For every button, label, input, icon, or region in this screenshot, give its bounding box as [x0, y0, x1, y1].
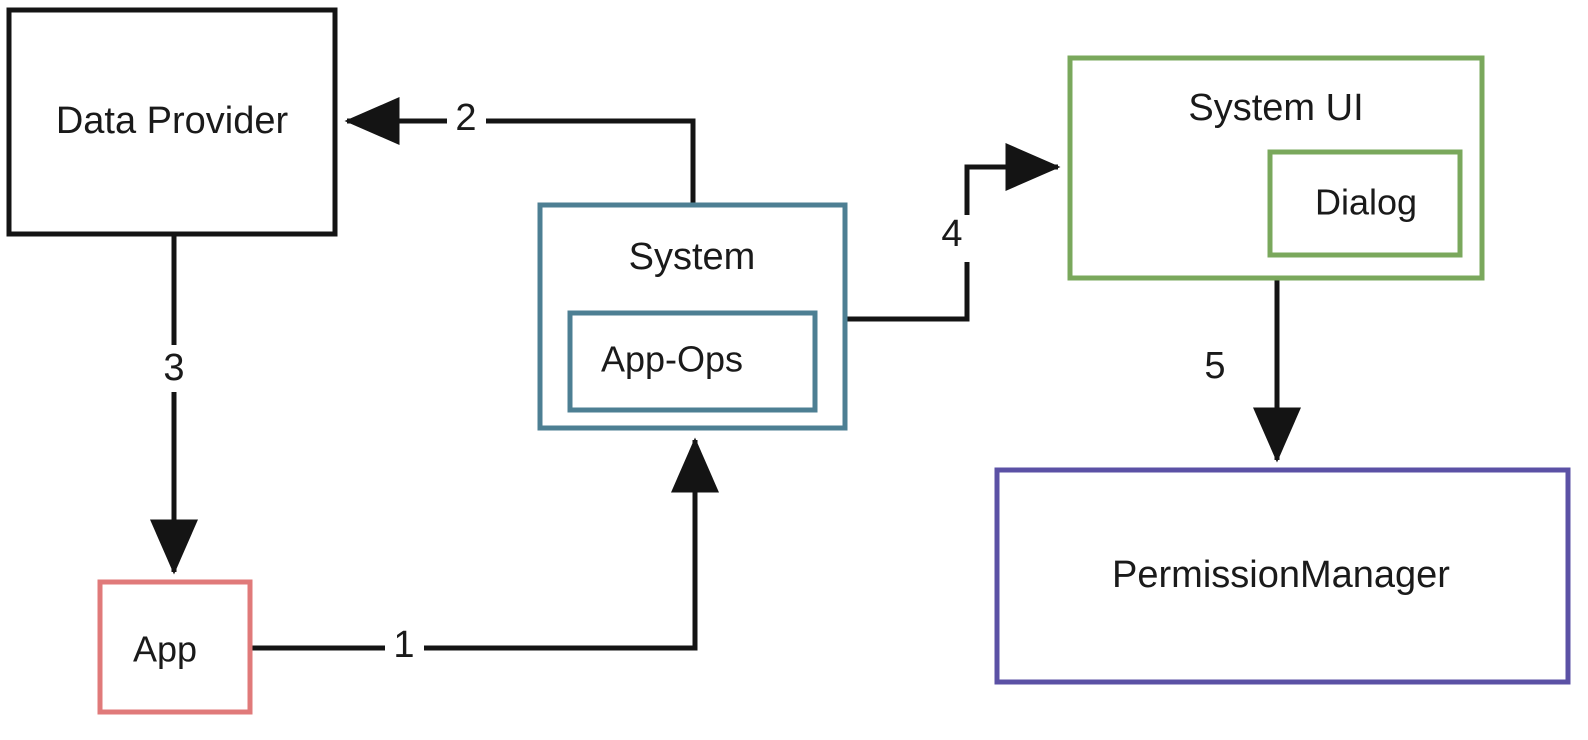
system-ui-label: System UI — [1188, 87, 1363, 129]
edge-5-label: 5 — [1204, 345, 1225, 387]
edge-2-group: 2 — [344, 97, 696, 205]
data-provider-label: Data Provider — [56, 100, 289, 142]
edge-3-group: 3 — [150, 234, 198, 575]
permission-manager-label: PermissionManager — [1112, 554, 1450, 596]
edge-2-line-right — [486, 118, 696, 205]
dialog-box[interactable] — [1267, 149, 1463, 258]
app-ops-label: App-Ops — [601, 339, 743, 380]
node-data-provider[interactable]: Data Provider — [6, 7, 338, 237]
app-box[interactable] — [97, 579, 253, 715]
dialog-label: Dialog — [1315, 182, 1417, 223]
edge-1-label: 1 — [393, 624, 414, 666]
edge-1-line-right — [424, 437, 719, 651]
edge-4-line-upper — [964, 143, 1061, 215]
edge-4-group: 4 — [845, 143, 1061, 322]
data-provider-box[interactable] — [6, 7, 338, 237]
edge-4-label: 4 — [941, 213, 962, 255]
node-system[interactable]: System App-Ops — [537, 202, 848, 431]
app-label: App — [133, 629, 197, 670]
node-permission-manager[interactable]: PermissionManager — [994, 467, 1571, 685]
edge-1-group: 1 — [250, 437, 719, 666]
node-system-ui[interactable]: System UI Dialog — [1067, 55, 1485, 281]
permission-manager-box[interactable] — [994, 467, 1571, 685]
edge-3-label: 3 — [163, 347, 184, 389]
system-label: System — [629, 236, 756, 278]
edge-4-line-lower — [845, 262, 970, 322]
edge-2-label: 2 — [455, 97, 476, 139]
node-app[interactable]: App — [97, 579, 253, 715]
app-ops-box[interactable] — [567, 310, 818, 413]
edge-5-group: 5 — [1204, 278, 1301, 463]
